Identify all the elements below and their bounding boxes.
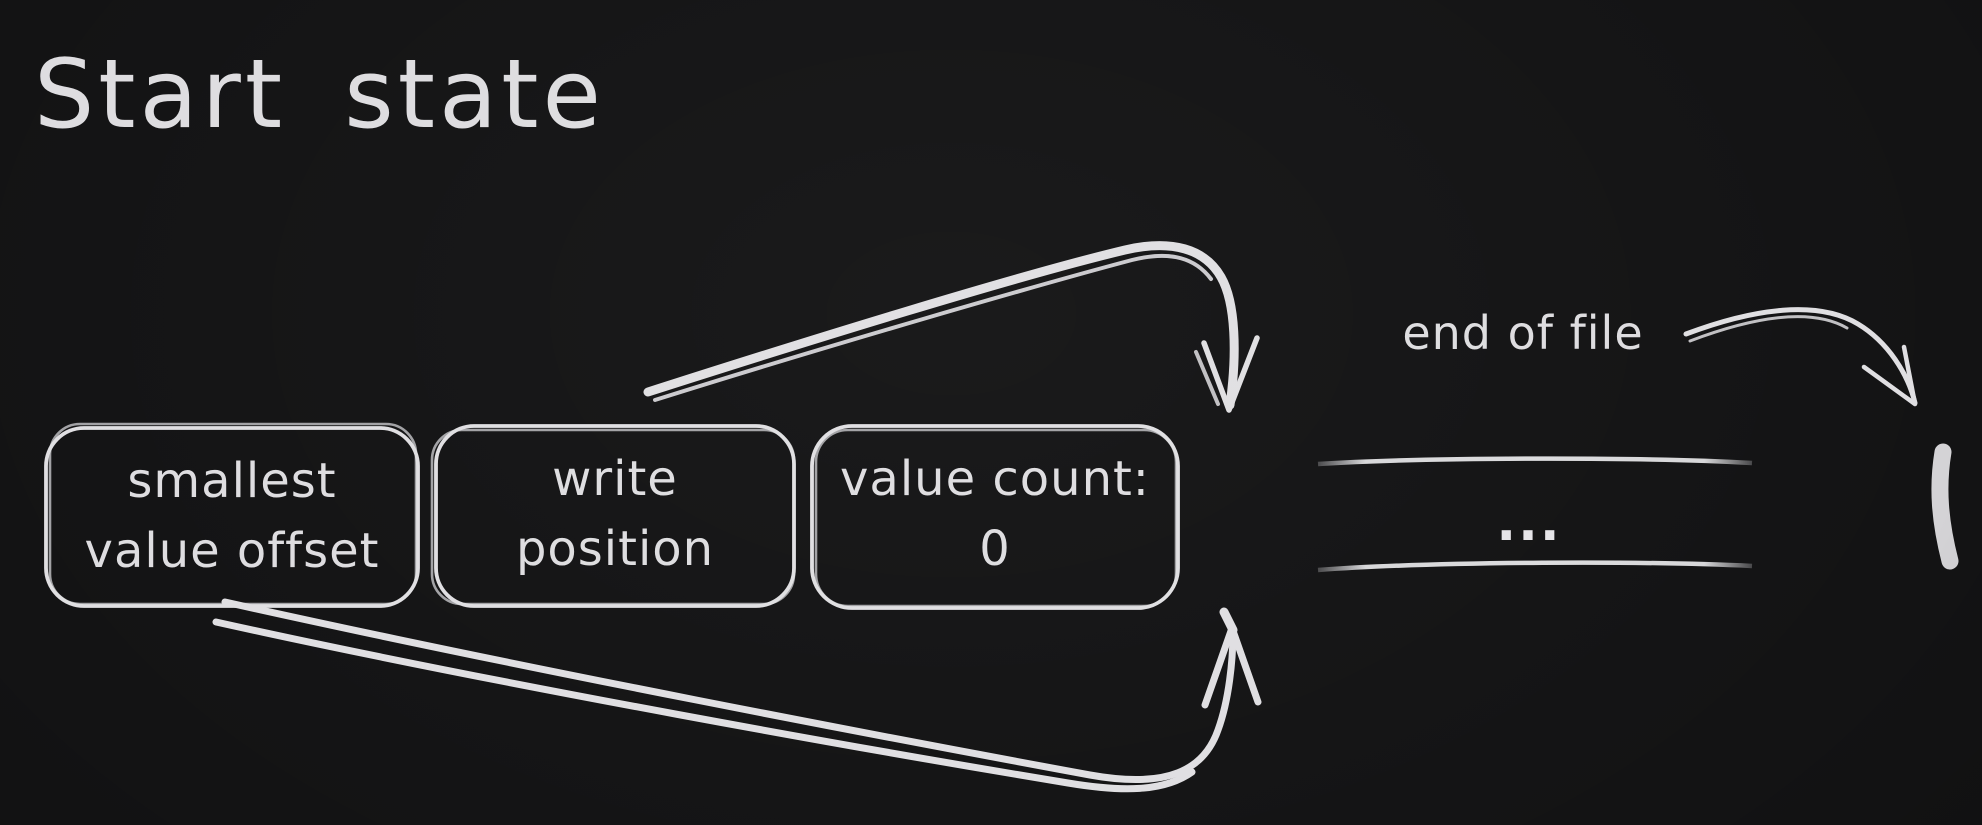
end-of-file-label: end of file <box>1402 306 1644 360</box>
arrow-smallest-offset-to-file-start <box>212 598 1262 793</box>
file-strip: ... <box>1317 456 1753 573</box>
smallest-value-offset-label: smallest value offset <box>46 428 418 606</box>
box-label-line: position <box>515 521 715 577</box>
value-count-box <box>810 424 1180 610</box>
value-count-label: value count: 0 <box>812 426 1178 604</box>
box-label-line: write <box>552 451 678 508</box>
write-position-box <box>430 424 796 608</box>
box-label-line: value offset <box>84 523 380 579</box>
end-of-file-arrow <box>1683 307 1918 407</box>
file-bottom-line <box>1317 560 1753 573</box>
box-label-line: value count: <box>840 451 1150 508</box>
arrow-write-position-to-file-start <box>643 241 1260 413</box>
file-ellipsis: ... <box>1496 493 1561 553</box>
box-label-line: 0 <box>979 521 1011 577</box>
file-top-line <box>1317 456 1753 467</box>
box-label-line: smallest <box>127 453 337 510</box>
end-of-file-marker <box>1931 443 1959 570</box>
write-position-label: write position <box>436 426 794 604</box>
diagram-title: Start state <box>34 40 605 150</box>
